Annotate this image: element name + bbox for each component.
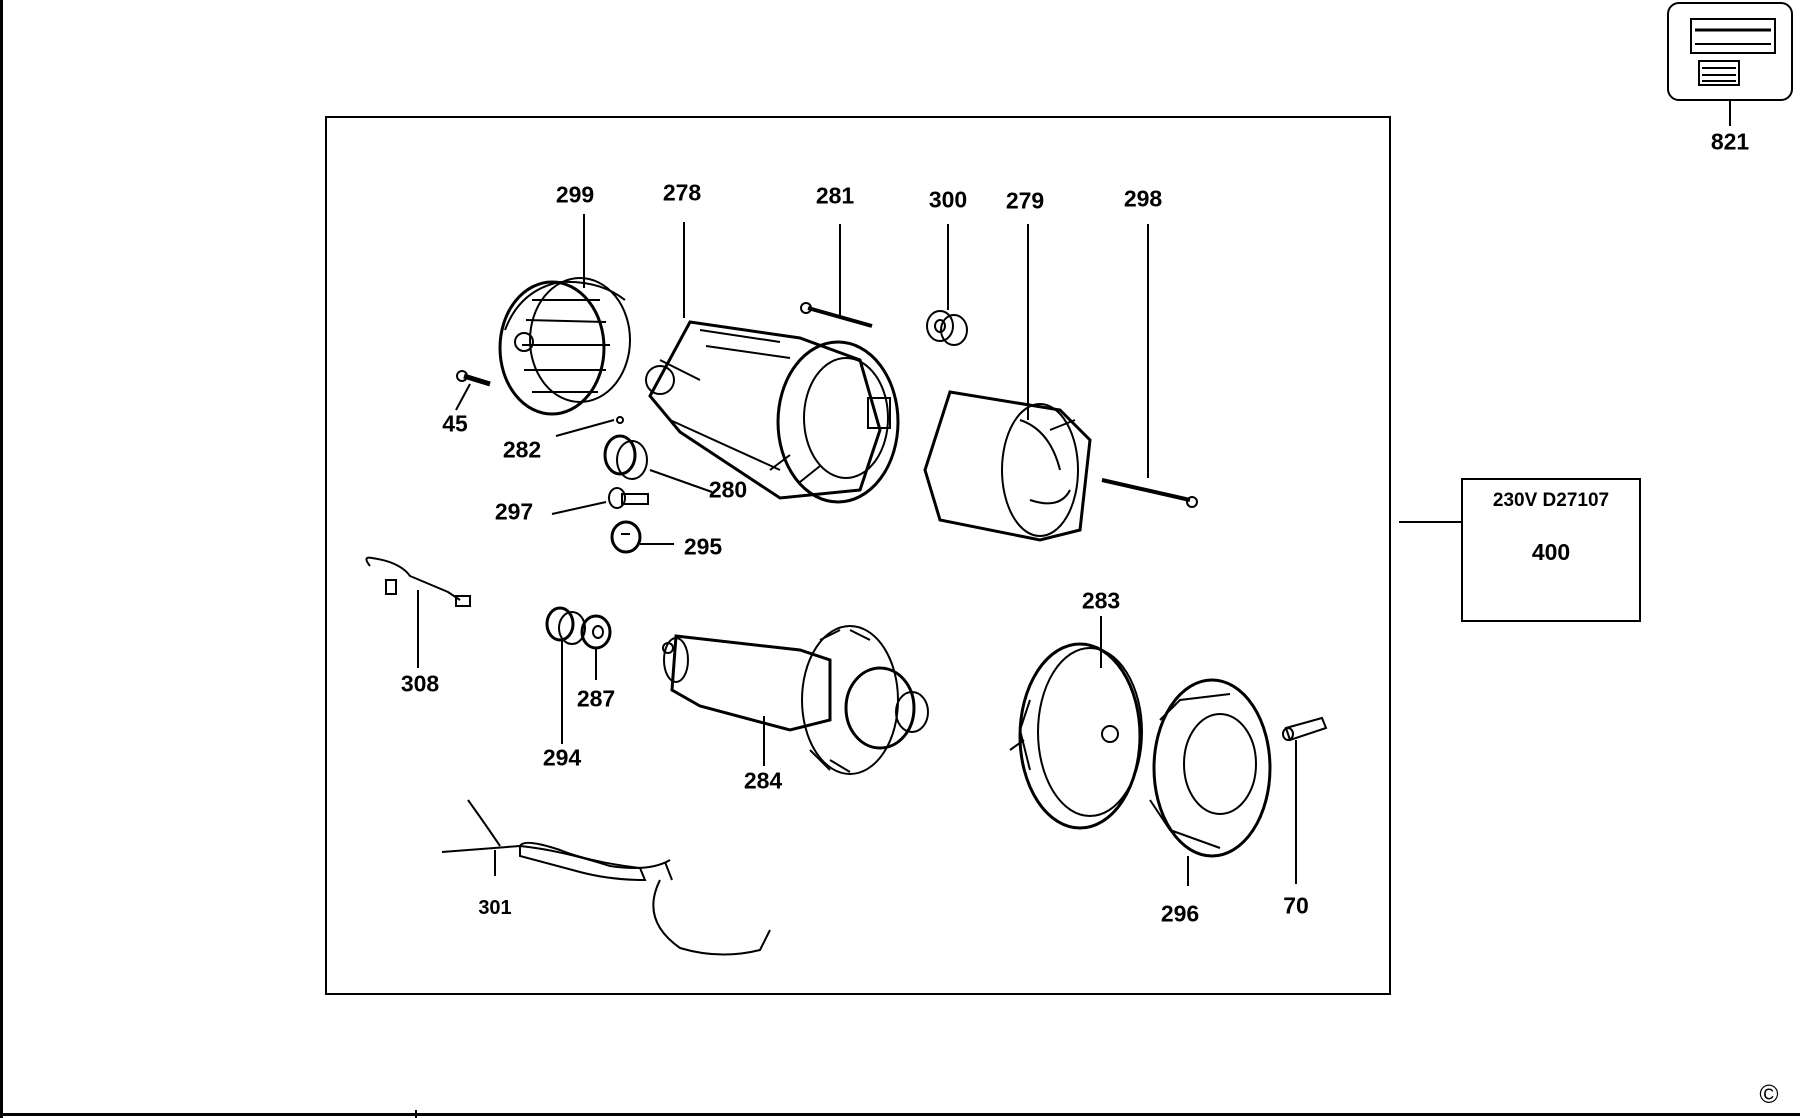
callout-294: 294 — [542, 744, 582, 771]
assembly-number: 400 — [1531, 539, 1571, 565]
part-280-brush-holder — [603, 434, 648, 480]
callout-278: 278 — [662, 179, 702, 206]
page-left-rule — [0, 0, 3, 1118]
model-code: 230V D27107 — [1492, 490, 1610, 511]
part-287-washer — [580, 614, 612, 650]
part-282-pin — [616, 416, 624, 424]
leader-lines — [417, 214, 1297, 886]
callout-308: 308 — [400, 670, 440, 697]
model-box: 230V D27107 400 — [1461, 478, 1641, 622]
part-278-field-housing — [645, 320, 900, 504]
callout-821: 821 — [1710, 128, 1750, 155]
model-box-connector — [1399, 521, 1461, 523]
part-298-long-screw — [1101, 478, 1198, 508]
callout-45: 45 — [442, 410, 468, 437]
callout-284: 284 — [743, 767, 783, 794]
callout-279: 279 — [1005, 187, 1045, 214]
label-card-graphic — [1690, 18, 1776, 86]
part-283-baffle — [1009, 642, 1143, 830]
copyright-mark: © — [1759, 1079, 1779, 1109]
part-308-lead-wire — [365, 556, 471, 607]
page-bottom-rule — [0, 1113, 1800, 1116]
exploded-view-frame — [325, 116, 1391, 995]
callout-287: 287 — [576, 685, 616, 712]
part-45-screw — [456, 370, 491, 387]
part-70-roll-pin — [1282, 716, 1328, 742]
part-294-bearing — [545, 606, 586, 645]
callout-298: 298 — [1123, 185, 1163, 212]
callout-301: 301 — [478, 897, 512, 919]
part-297-carbon-brush — [608, 487, 649, 509]
callout-281: 281 — [815, 182, 855, 209]
part-295-brush-cap — [610, 520, 642, 554]
callout-283: 283 — [1081, 587, 1121, 614]
part-284-armature — [662, 625, 929, 775]
callout-297: 297 — [494, 498, 534, 525]
part-301-cable — [441, 799, 771, 956]
label-card-icon — [1667, 2, 1793, 101]
callout-295: 295 — [683, 533, 723, 560]
callout-70: 70 — [1283, 892, 1309, 919]
callout-296: 296 — [1160, 900, 1200, 927]
callout-299: 299 — [555, 181, 595, 208]
page-bottom-tick — [415, 1110, 417, 1118]
callout-300: 300 — [928, 186, 968, 213]
part-279-field-stator — [923, 390, 1092, 542]
callout-280: 280 — [708, 476, 748, 503]
part-299-end-cap — [498, 277, 631, 416]
callout-282: 282 — [502, 436, 542, 463]
part-296-end-plate — [1149, 678, 1272, 858]
part-281-screw — [800, 302, 873, 328]
part-300-bushing — [926, 310, 968, 346]
